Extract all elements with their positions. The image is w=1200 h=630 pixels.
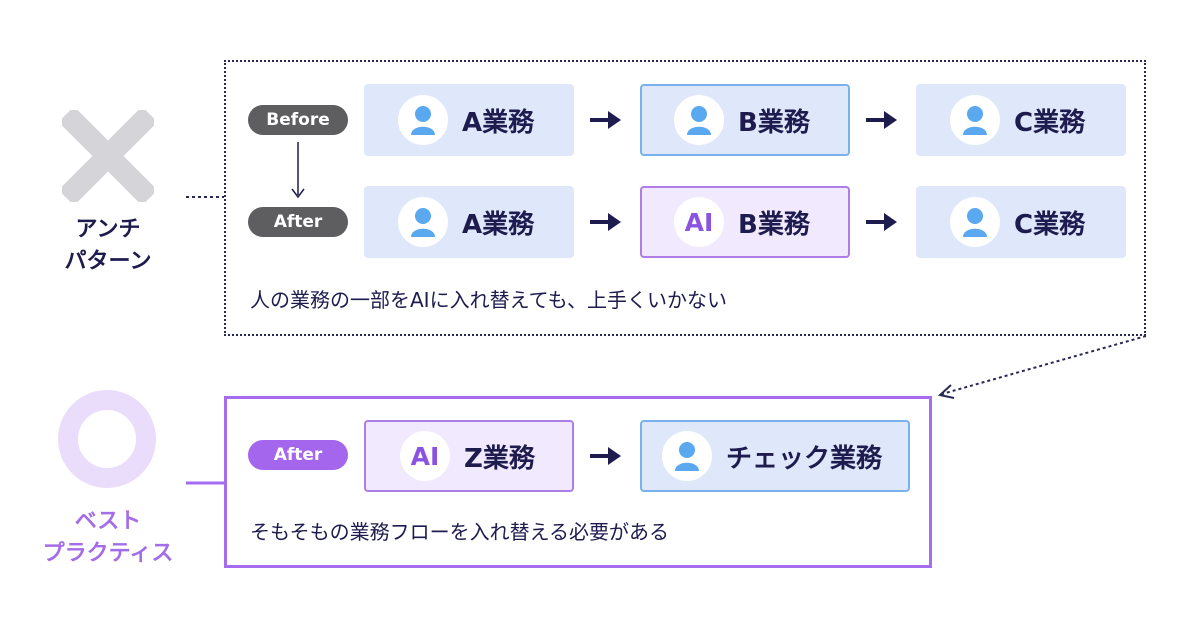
best-practice-frame: [224, 396, 932, 568]
task-label: チェック業務: [726, 443, 883, 474]
avatar: [674, 95, 724, 145]
task-label: A業務: [462, 107, 535, 138]
best-practice-label-line2: プラクティス: [42, 541, 174, 566]
best-task-z-ai: AI Z業務: [364, 420, 574, 492]
anti-pattern-label-line2: パターン: [64, 249, 152, 274]
task-label: B業務: [738, 107, 810, 138]
task-label: C業務: [1014, 107, 1086, 138]
ai-badge-text: AI: [410, 441, 440, 471]
person-icon: [411, 208, 435, 237]
anti-pattern-caption: 人の業務の一部をAIに入れ替えても、上手くいかない: [250, 288, 727, 312]
before-after-arrowhead: [291, 188, 305, 199]
before-task-b: B業務: [640, 84, 850, 156]
task-label: A業務: [462, 209, 535, 240]
best-practice-caption: そもそもの業務フローを入れ替える必要がある: [250, 520, 669, 544]
person-icon: [411, 106, 435, 135]
transition-arrowhead: [937, 384, 955, 399]
avatar: [662, 431, 712, 481]
avatar: [398, 197, 448, 247]
after-task-c: C業務: [916, 186, 1126, 258]
person-icon: [687, 106, 711, 135]
circle-mark-icon: [58, 390, 156, 488]
arrow-right-icon: [590, 213, 621, 231]
before-task-c: C業務: [916, 84, 1126, 156]
anti-pattern-label: アンチ パターン: [40, 214, 176, 278]
avatar: [398, 95, 448, 145]
anti-pattern-label-line1: アンチ: [75, 217, 141, 242]
task-label: C業務: [1014, 209, 1086, 240]
ai-badge: AI: [400, 431, 450, 481]
arrow-right-icon: [866, 111, 897, 129]
after-pill-best: After: [248, 440, 348, 470]
task-label: B業務: [738, 209, 810, 240]
anti-pattern-frame: [224, 60, 1146, 336]
after-task-a: A業務: [364, 186, 574, 258]
avatar: [950, 95, 1000, 145]
transition-arrow: [941, 335, 1147, 395]
person-icon: [963, 208, 987, 237]
person-icon: [675, 442, 699, 471]
ai-badge: AI: [674, 197, 724, 247]
best-task-check: チェック業務: [640, 420, 910, 492]
avatar: [950, 197, 1000, 247]
after-pill: After: [248, 207, 348, 237]
before-task-a: A業務: [364, 84, 574, 156]
person-icon: [963, 106, 987, 135]
best-practice-label-line1: ベスト: [74, 509, 142, 534]
before-pill: Before: [248, 105, 348, 135]
x-mark-icon: [62, 110, 154, 202]
arrow-right-icon: [590, 111, 621, 129]
arrow-right-icon: [590, 447, 621, 465]
arrow-right-icon: [866, 213, 897, 231]
after-task-b-ai: AI B業務: [640, 186, 850, 258]
task-label: Z業務: [464, 443, 535, 474]
ai-badge-text: AI: [684, 207, 714, 237]
best-practice-label: ベスト プラクティス: [30, 506, 186, 570]
